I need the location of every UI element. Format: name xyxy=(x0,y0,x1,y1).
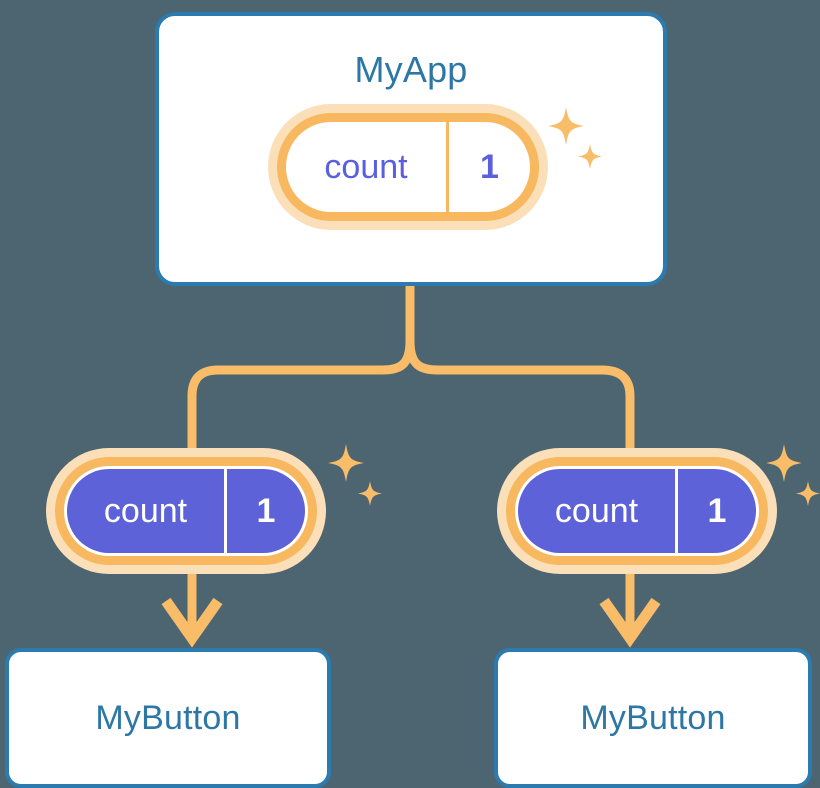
branch-line-right xyxy=(405,340,635,457)
diagram-canvas: MyApp count 1 count 1 count 1 xyxy=(5,12,820,788)
state-value: 1 xyxy=(446,122,530,212)
state-value: 1 xyxy=(675,469,756,553)
branch-line-left xyxy=(187,340,415,457)
card-title-mybutton-right: MyButton xyxy=(580,699,726,737)
component-card-mybutton-left[interactable]: MyButton xyxy=(5,648,331,788)
arrow-head-left xyxy=(161,597,223,648)
state-pill-body: count 1 xyxy=(506,457,768,565)
state-pill-branch-right[interactable]: count 1 xyxy=(506,457,768,565)
component-card-mybutton-right[interactable]: MyButton xyxy=(494,648,812,788)
state-pill-branch-left[interactable]: count 1 xyxy=(55,457,317,565)
state-key: count xyxy=(554,491,639,530)
state-key: count xyxy=(324,147,408,186)
state-pill-body: count 1 xyxy=(277,113,539,221)
state-key: count xyxy=(103,491,188,530)
card-title-myapp: MyApp xyxy=(354,49,468,90)
card-title-mybutton-left: MyButton xyxy=(95,699,241,737)
state-pill-body: count 1 xyxy=(55,457,317,565)
state-value: 1 xyxy=(224,469,305,553)
state-pill-myapp[interactable]: count 1 xyxy=(277,113,539,221)
sparkle-icon xyxy=(328,444,382,506)
arrow-head-right xyxy=(599,597,661,648)
